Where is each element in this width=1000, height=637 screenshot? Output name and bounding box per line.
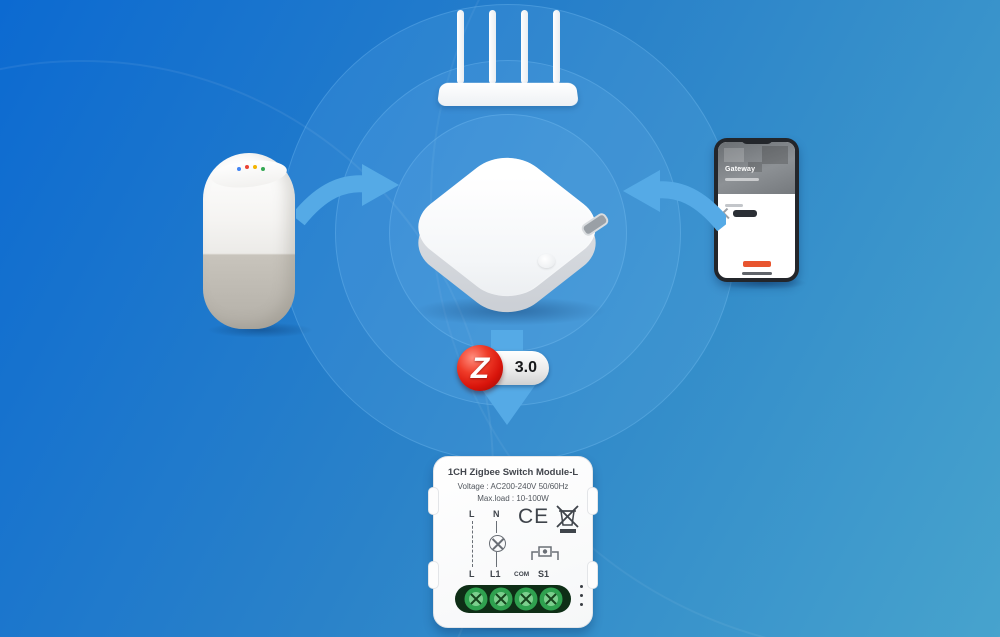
photo-shape	[748, 162, 762, 172]
module-max-load: Max.load : 10-100W	[477, 494, 549, 503]
zigbee-gateway-icon	[399, 144, 615, 326]
photo-shape	[724, 148, 744, 162]
phone-home-indicator	[741, 272, 772, 275]
ce-mark: CE	[518, 505, 550, 528]
module-title: 1CH Zigbee Switch Module-L	[447, 467, 579, 478]
zigbee-logo-icon: Z	[457, 345, 503, 391]
module-indicator-dots	[580, 585, 583, 606]
app-header-photo: Gateway	[718, 142, 795, 194]
gateway-button	[538, 254, 555, 268]
app-device-caption	[725, 204, 743, 207]
speaker-led-blue	[237, 167, 241, 171]
module-mounting-ear	[428, 487, 439, 515]
terminal-label-L-top: L	[469, 509, 475, 519]
arrow-left-icon	[623, 170, 726, 232]
terminal-label-COM: COM	[514, 571, 530, 578]
wire-N-lower	[496, 552, 497, 567]
module-mounting-ear	[428, 561, 439, 589]
phone-screen: Gateway	[718, 142, 795, 278]
terminal-label-N-top: N	[493, 509, 500, 519]
phone-notch	[740, 138, 773, 144]
speaker-led-green	[261, 167, 265, 171]
smartphone-icon: Gateway	[714, 138, 799, 282]
smart-speaker-icon	[203, 153, 295, 329]
terminal-label-S1: S1	[538, 569, 550, 579]
terminal-label-L1: L1	[490, 569, 501, 579]
module-voltage: Voltage : AC200-240V 50/60Hz	[457, 482, 569, 491]
module-mounting-ear	[587, 561, 598, 589]
switch-module: 1CH Zigbee Switch Module-L Voltage : AC2…	[428, 456, 598, 628]
push-switch-icon	[531, 546, 559, 560]
weee-bin-icon	[556, 505, 579, 533]
app-device-pill	[733, 209, 757, 217]
app-header-title: Gateway	[725, 166, 756, 173]
router-antenna	[457, 10, 464, 84]
terminal-label-L: L	[469, 569, 475, 579]
zigbee-version-label: 3.0	[514, 359, 537, 376]
wifi-router-icon	[437, 10, 579, 106]
wire-L-dashed	[472, 521, 473, 567]
terminal-block	[455, 585, 571, 613]
app-header-subtext	[725, 178, 759, 181]
router-antenna	[521, 10, 528, 84]
arrow-right-icon	[296, 164, 399, 226]
lamp-icon	[489, 535, 506, 552]
photo-shape	[762, 146, 788, 164]
speaker-led-yellow	[253, 165, 257, 169]
router-antenna	[489, 10, 496, 84]
app-orange-button	[742, 261, 771, 267]
zigbee-3-badge: 3.0 Z	[457, 344, 553, 394]
speaker-led-red	[245, 165, 249, 169]
wire-N-upper	[496, 521, 497, 533]
router-antenna	[553, 10, 560, 84]
module-mounting-ear	[587, 487, 598, 515]
app-device-row	[721, 204, 757, 220]
zigbee-letter: Z	[470, 352, 490, 385]
router-body	[437, 82, 579, 106]
